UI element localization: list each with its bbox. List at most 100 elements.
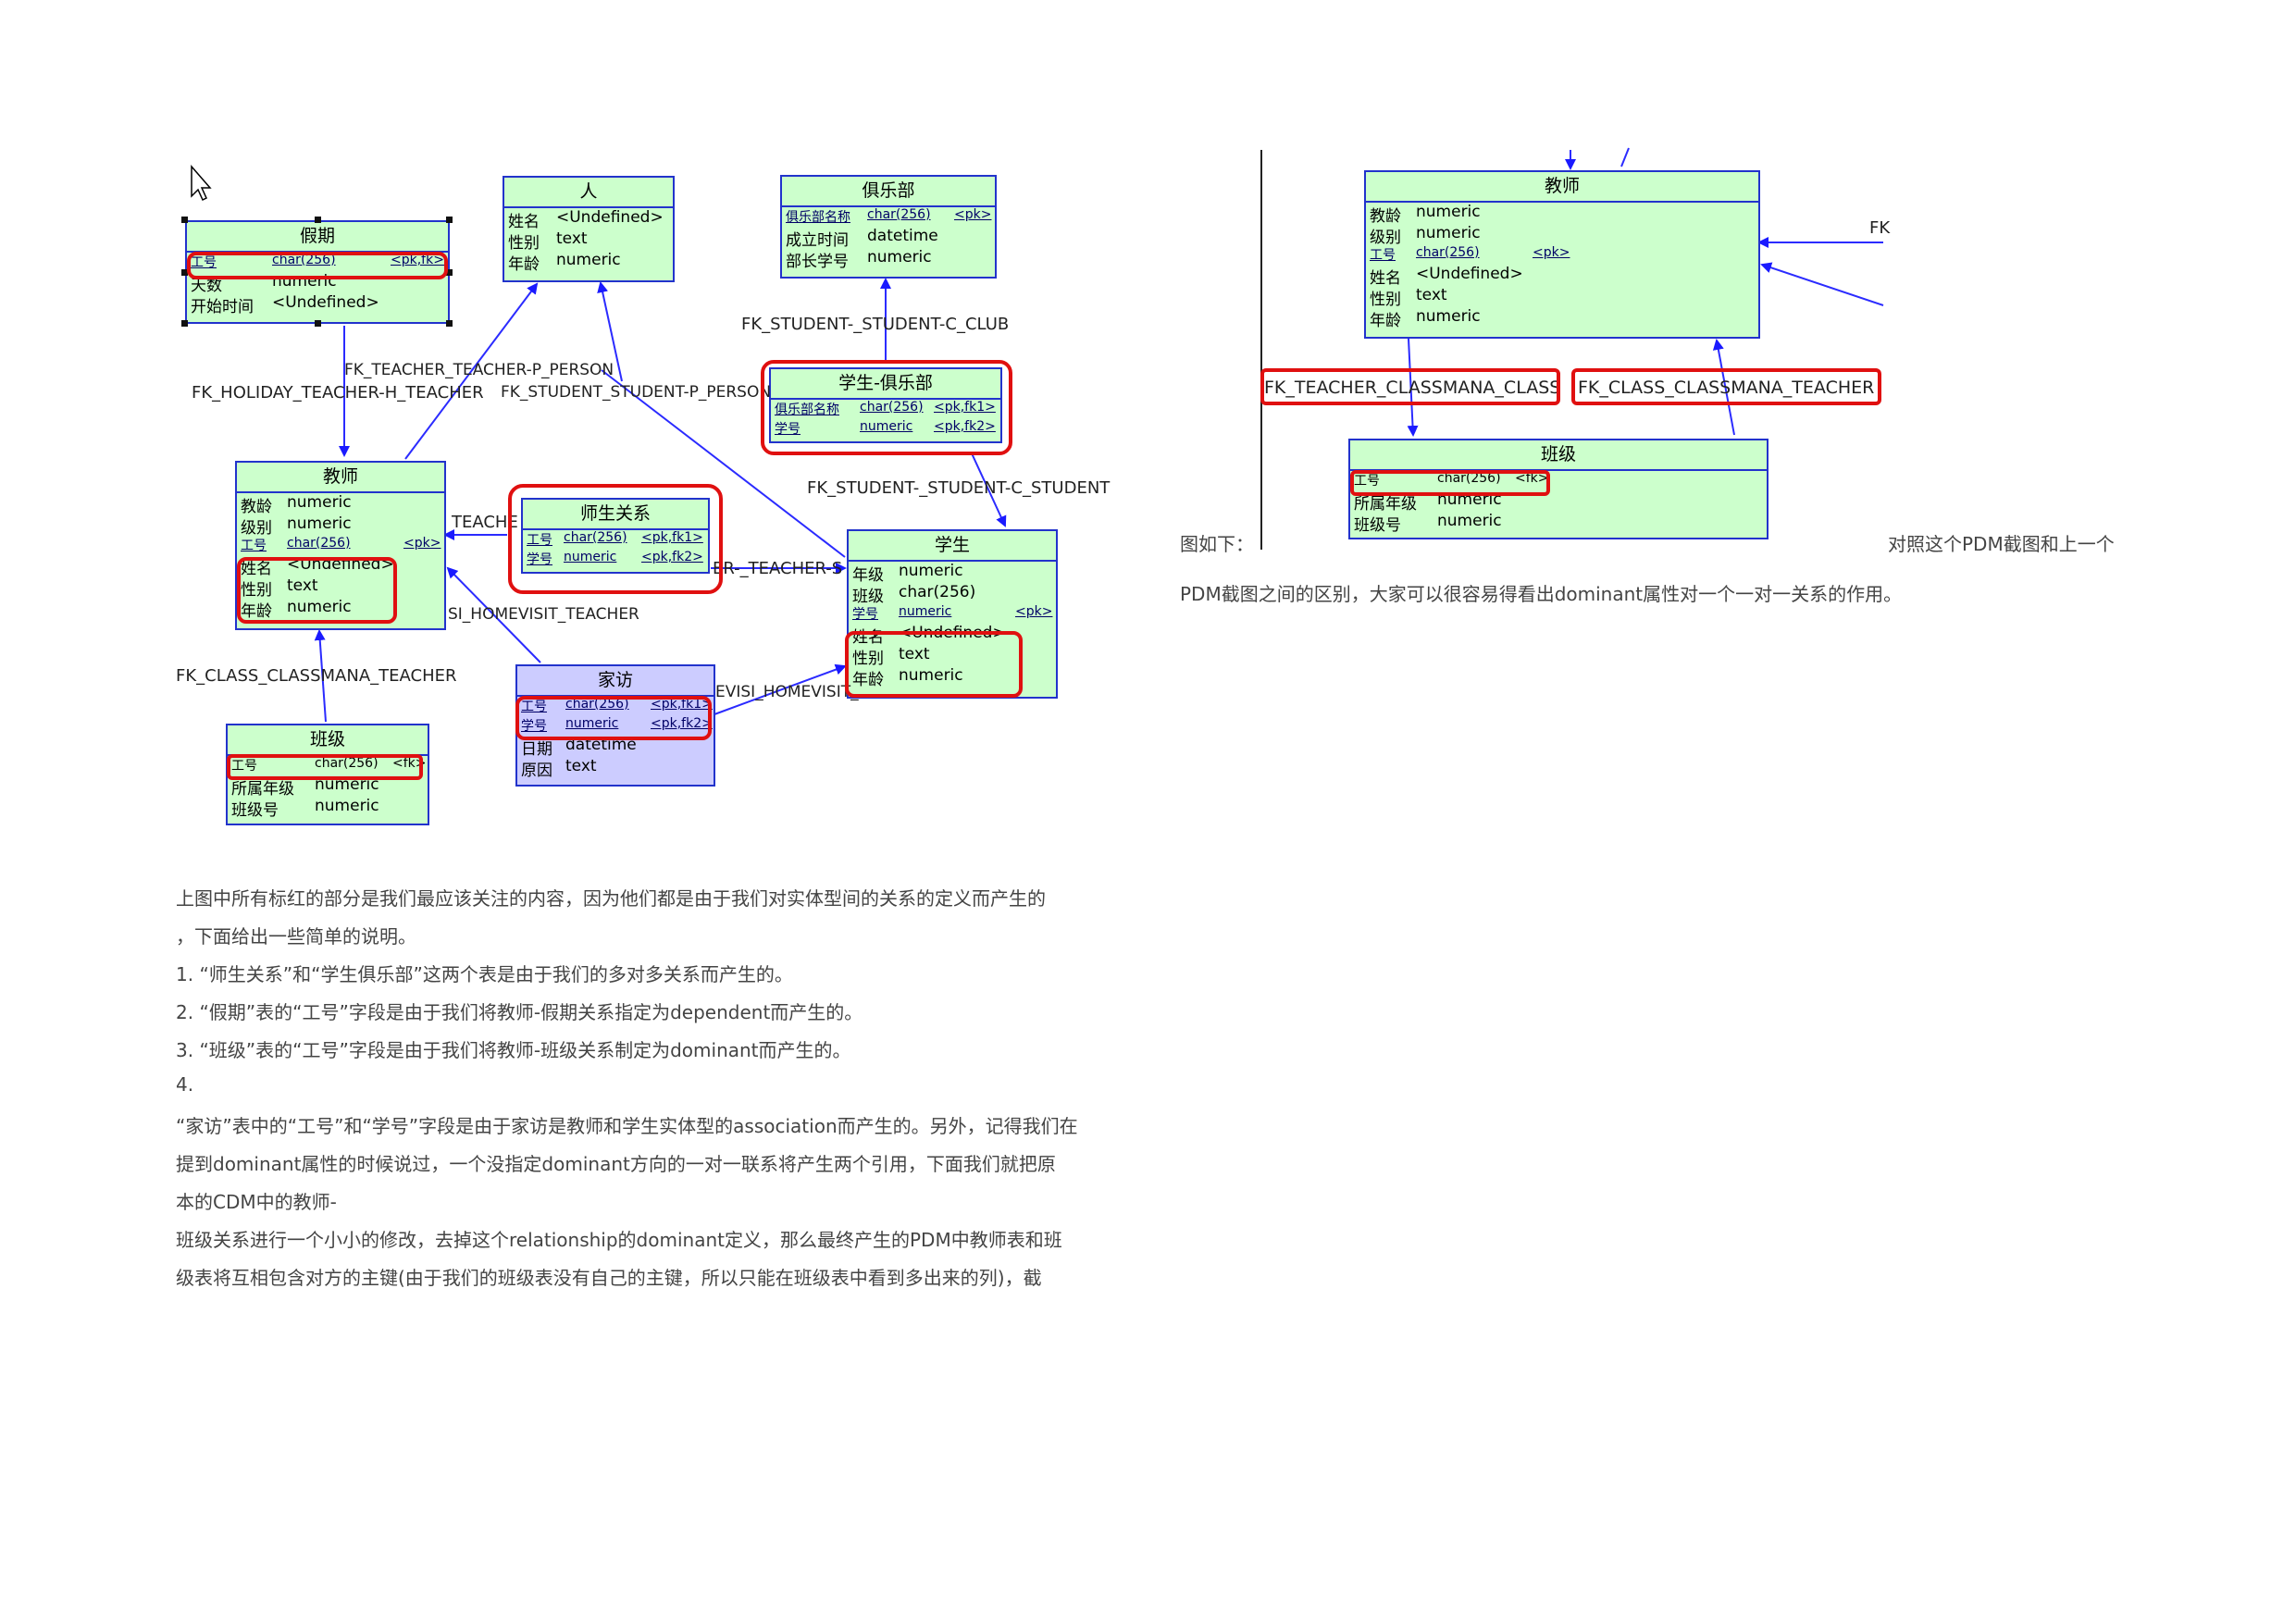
column-type: char(256) xyxy=(287,536,351,551)
column-type: text xyxy=(287,576,318,595)
column-name: 工号 xyxy=(191,255,217,270)
selection-handle[interactable] xyxy=(446,217,453,223)
column-type: char(256) xyxy=(899,583,976,601)
column-name: 年龄 xyxy=(1370,312,1401,330)
column-type: numeric xyxy=(899,562,963,580)
fk-label: FK_TEACHER_CLASSMANA_CLASS xyxy=(1264,378,1561,398)
column-key: <pk,fk2> xyxy=(641,550,703,564)
column-type: numeric xyxy=(1416,203,1481,221)
selection-handle[interactable] xyxy=(181,320,188,327)
column-name: 级别 xyxy=(1370,229,1401,247)
column-type: char(256) xyxy=(860,400,924,415)
column-type: numeric xyxy=(287,598,352,616)
fk-label: FK_STUDENT_STUDENT-P_PERSON xyxy=(501,383,772,402)
column-type: char(256) xyxy=(565,697,629,712)
column-name: 年级 xyxy=(852,566,884,585)
highlight-box xyxy=(508,484,723,594)
column-name: 姓名 xyxy=(241,560,272,578)
fk-label: FK_STUDENT-_STUDENT-C_STUDENT xyxy=(807,478,1111,498)
link-teacher-person xyxy=(404,282,539,460)
column-name: 性别 xyxy=(508,234,540,253)
column-type: numeric xyxy=(899,604,952,619)
column-key: <fk> xyxy=(1515,471,1549,486)
column-name: 年龄 xyxy=(852,671,884,689)
fk-label: FK_CLASS_CLASSMANA_TEACHER xyxy=(176,666,457,686)
column-key: <pk> xyxy=(403,536,441,551)
column-type: numeric xyxy=(287,514,352,533)
column-type: numeric xyxy=(1416,224,1481,242)
column-name: 工号 xyxy=(521,700,547,714)
table-title: 家访 xyxy=(517,666,714,697)
table-column-row: 姓名<Undefined> xyxy=(504,208,673,231)
column-name: 学号 xyxy=(521,719,547,734)
column-type: char(256) xyxy=(315,756,379,771)
link-hv-teacher xyxy=(446,566,541,663)
fk-label: SI_HOMEVISIT_TEACHER xyxy=(448,605,639,624)
table-title: 教师 xyxy=(237,463,444,493)
fk-label: EVISI_HOMEVISIT_ xyxy=(715,683,859,701)
link-r-top2 xyxy=(1620,147,1630,167)
selection-handle[interactable] xyxy=(315,217,321,223)
highlight-box xyxy=(845,631,1023,698)
column-name: 教龄 xyxy=(1370,207,1401,226)
fk-label: FK_TEACHER_TEACHER-P_PERSON xyxy=(344,361,614,379)
column-key: <pk> xyxy=(1533,245,1570,260)
table-title: 学生-俱乐部 xyxy=(771,369,1000,400)
highlight-box xyxy=(1260,368,1560,405)
table-title: 人 xyxy=(504,178,673,208)
body-paragraph: “家访”表中的“工号”和“学号”字段是由于家访是教师和学生实体型的associa… xyxy=(176,1115,1078,1137)
caption-text: 对照这个PDM截图和上一个 xyxy=(1888,533,2115,555)
body-paragraph: 上图中所有标红的部分是我们最应该关注的内容，因为他们都是由于我们对实体型间的关系… xyxy=(176,887,1046,910)
selection-handle[interactable] xyxy=(315,320,321,327)
column-name: 级别 xyxy=(241,519,272,538)
column-name: 年龄 xyxy=(241,602,272,621)
selection-handle[interactable] xyxy=(181,217,188,223)
fk-label: FK_STUDENT-_STUDENT-C_CLUB xyxy=(741,315,1010,334)
column-name: 俱乐部名称 xyxy=(786,210,850,225)
column-name: 工号 xyxy=(1354,474,1380,489)
body-paragraph: 本的CDM中的教师- xyxy=(176,1191,337,1213)
column-name: 学号 xyxy=(527,552,552,567)
column-type: <Undefined> xyxy=(272,293,379,312)
selection-handle[interactable] xyxy=(181,269,188,276)
table-column-row: 工号 char(256) <pk,fk1> xyxy=(517,697,714,716)
column-type: datetime xyxy=(565,736,637,754)
column-name: 姓名 xyxy=(1370,269,1401,288)
column-type: text xyxy=(565,757,597,775)
column-key: <pk,fk1> xyxy=(651,697,713,712)
column-type: numeric xyxy=(287,493,352,512)
selection-handle[interactable] xyxy=(446,320,453,327)
column-type: numeric xyxy=(556,251,621,269)
fk-label: ER-_TEACHER-S xyxy=(713,559,843,578)
column-name: 部长学号 xyxy=(786,253,849,271)
column-type: numeric xyxy=(867,248,932,266)
column-name: 学号 xyxy=(775,422,800,437)
table-title: 教师 xyxy=(1366,172,1758,203)
column-type: text xyxy=(556,229,588,248)
column-type: <Undefined> xyxy=(556,208,664,227)
divider-line xyxy=(1260,150,1262,550)
selection-handle[interactable] xyxy=(446,269,453,276)
column-type: char(256) xyxy=(867,207,931,222)
